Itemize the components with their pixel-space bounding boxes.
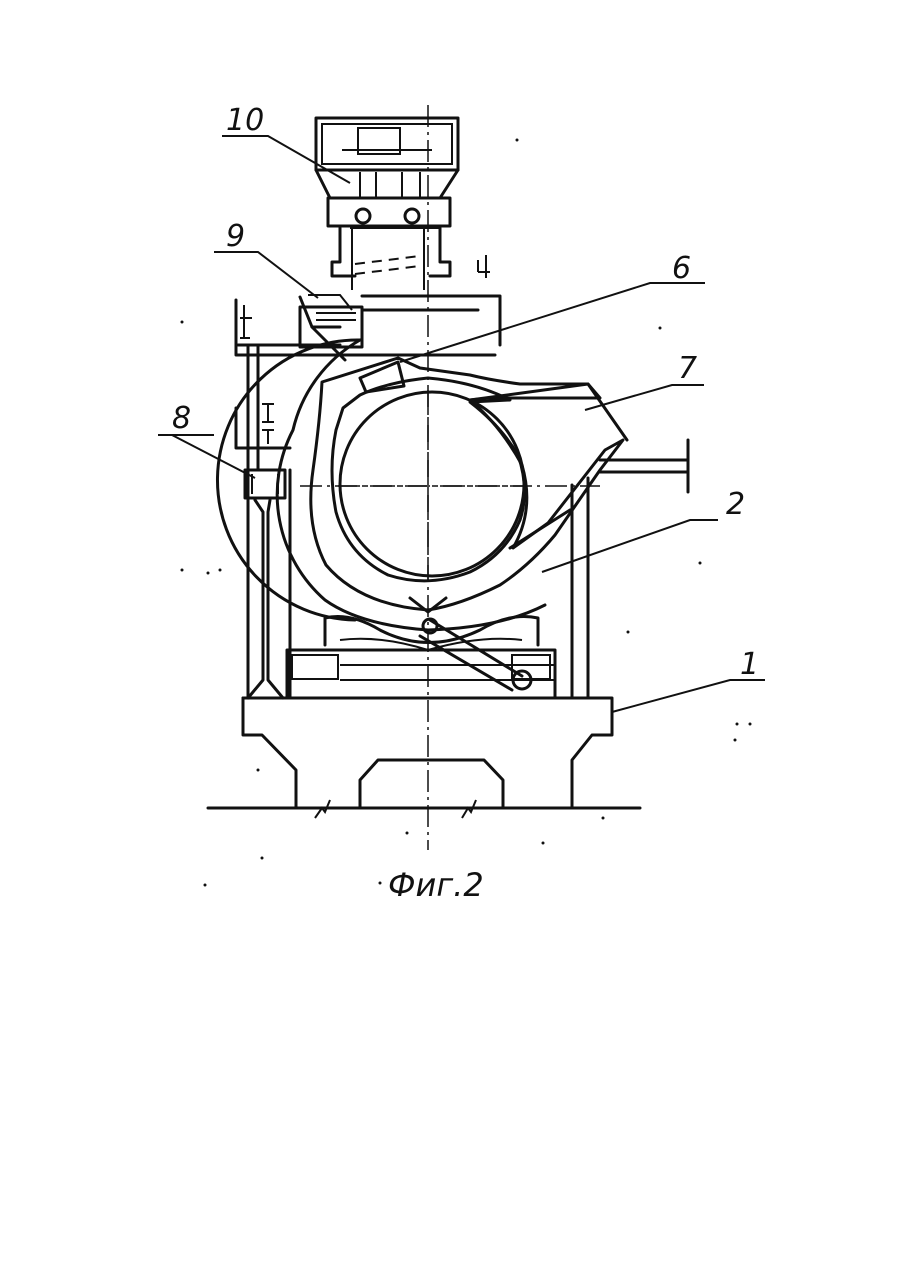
drum-inner [338, 390, 524, 580]
drive-frame [332, 228, 500, 345]
ground-line [208, 800, 640, 818]
label-7: 7 [678, 351, 697, 386]
label-9: 9 [226, 219, 245, 254]
right-support [572, 440, 688, 698]
label-8: 8 [172, 401, 191, 436]
reference-labels: 10 9 6 7 8 2 1 [172, 103, 759, 682]
upper-platform [236, 295, 495, 360]
refractory-lining [311, 358, 623, 610]
feeder-hopper [316, 118, 458, 228]
figure-caption: Фиг.2 [388, 866, 484, 904]
label-1: 1 [740, 647, 759, 682]
scan-specks [181, 139, 752, 887]
label-10: 10 [226, 103, 264, 138]
label-6: 6 [672, 251, 691, 286]
label-2: 2 [726, 487, 745, 522]
